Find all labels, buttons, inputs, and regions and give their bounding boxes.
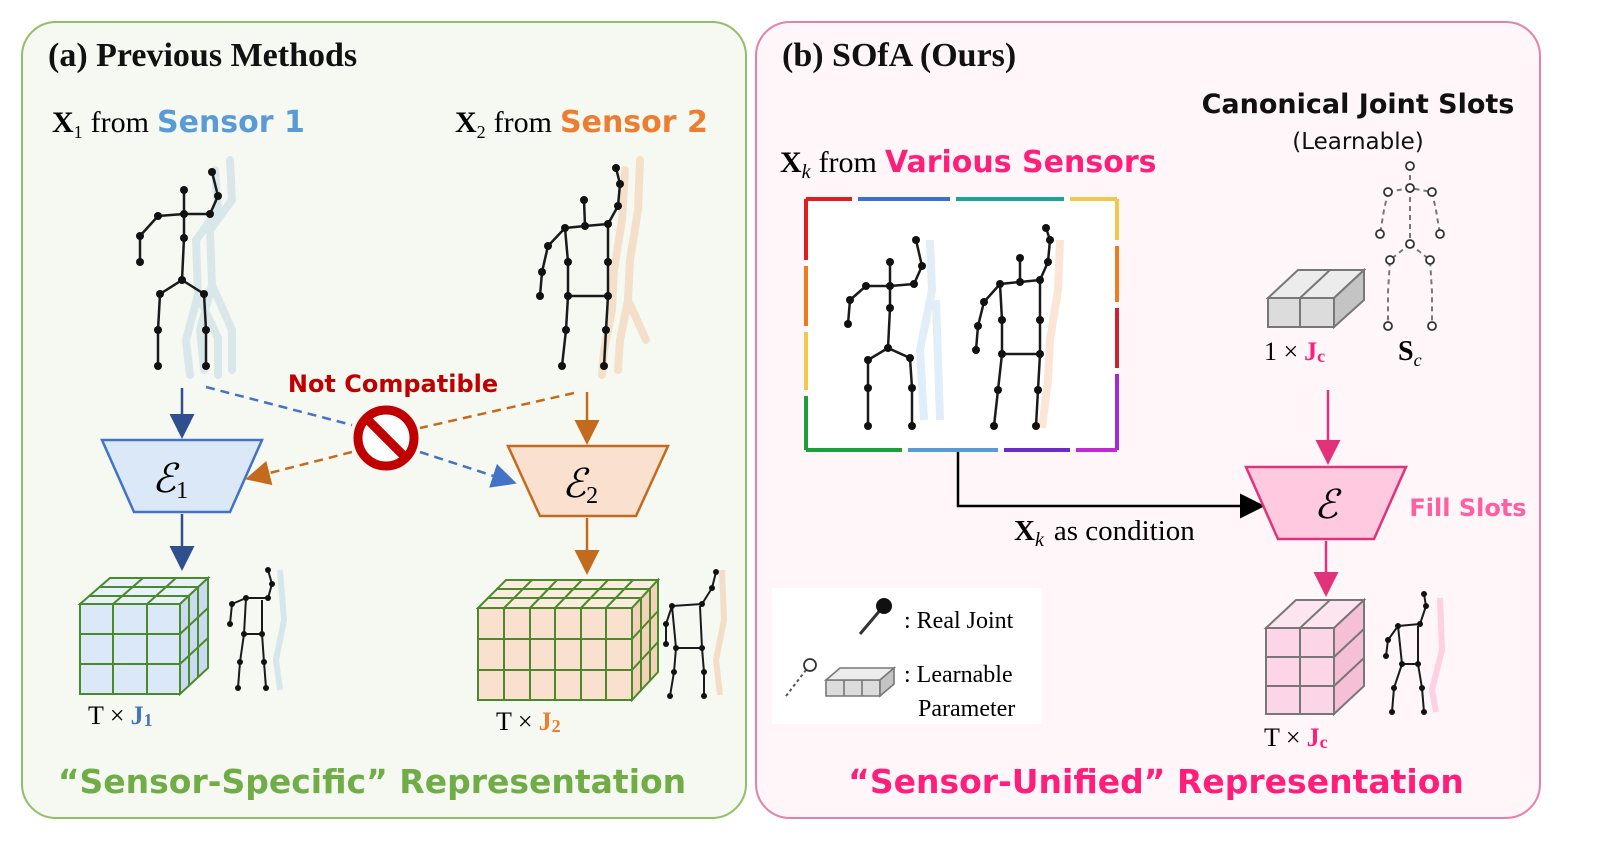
fill-slots-label: Fill Slots — [1409, 494, 1526, 522]
skeleton-sensor-1 — [136, 156, 237, 379]
panel-b-bottom-caption: “Sensor-Unified” Representation — [848, 762, 1464, 801]
unified-encoder: ℰ — [1244, 465, 1408, 541]
panel-b-title: (b) SOfA (Ours) — [782, 37, 1016, 74]
tensor-2-dim: T ×J2 — [496, 707, 561, 736]
skeleton-sensor-2 — [536, 156, 650, 379]
svg-text:ℰ2: ℰ2 — [562, 461, 598, 509]
tensor-1 — [77, 575, 211, 697]
output-tensor — [1263, 597, 1367, 717]
mini-skeleton-pink — [1383, 591, 1446, 715]
slot-dim: 1 ×Jc — [1264, 337, 1325, 366]
legend-real-joint: : Real Joint — [904, 608, 1014, 634]
output-dim: T ×Jc — [1264, 723, 1328, 752]
sc-label: Sc — [1398, 336, 1422, 370]
frame-skeleton-orange — [972, 224, 1064, 430]
various-sensors-frame — [804, 197, 1119, 452]
mini-skeleton-1 — [227, 567, 288, 691]
canonical-title: Canonical Joint Slots — [1202, 89, 1515, 120]
forbidden-icon — [353, 405, 419, 471]
tensor-2 — [475, 577, 661, 703]
slot-block — [1265, 267, 1367, 330]
mini-skeleton-2 — [663, 569, 728, 699]
legend: : Real Joint : Learnable Parameter — [772, 588, 1042, 724]
encoder-1: ℰ1 — [100, 438, 264, 514]
frame-skeleton-blue — [844, 236, 944, 430]
condition-arrow — [956, 452, 1265, 519]
svg-text:ℰ: ℰ — [1314, 482, 1342, 527]
canonical-skeleton — [1375, 161, 1445, 331]
svg-text:ℰ1: ℰ1 — [152, 456, 188, 504]
encoder-2: ℰ2 — [506, 444, 670, 518]
panel-a-title: (a) Previous Methods — [48, 37, 357, 74]
panel-a-bottom-caption: “Sensor-Specific” Representation — [58, 762, 686, 801]
legend-learnable-1: : Learnable — [904, 662, 1013, 688]
tensor-1-dim: T ×J1 — [88, 701, 153, 730]
dashed-arrow-x2-to-enc1-b — [245, 450, 353, 486]
dashed-arrow-x1-to-enc2-b — [419, 450, 517, 488]
canonical-subtitle: (Learnable) — [1292, 129, 1423, 155]
dashed-arrow-x2-to-enc1 — [419, 391, 575, 430]
not-compatible-label: Not Compatible — [288, 370, 498, 398]
legend-learnable-2: Parameter — [918, 696, 1015, 722]
dashed-arrow-x1-to-enc2 — [205, 385, 353, 427]
